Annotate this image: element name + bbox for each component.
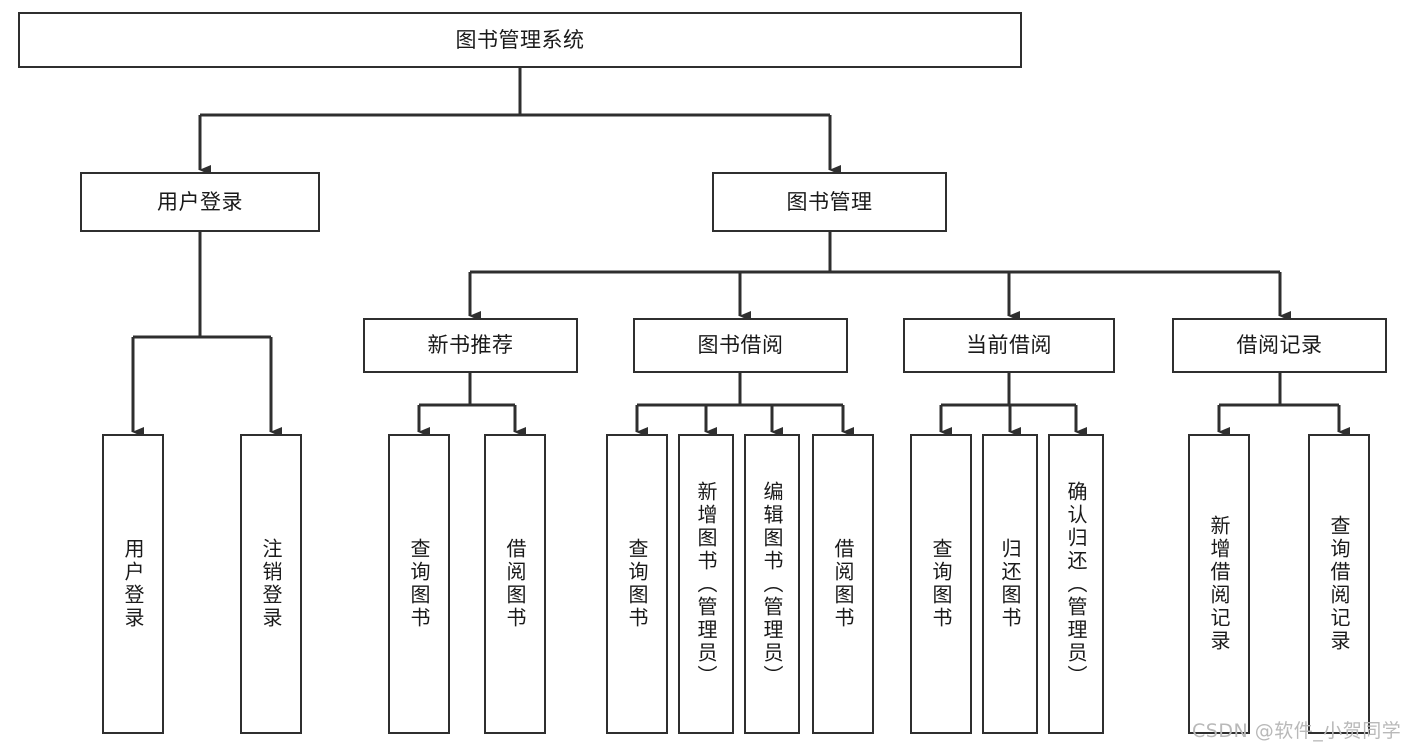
leaf-user-login[interactable]: 用户登录: [102, 434, 164, 734]
leaf-add-borrow-record-label: 新增借阅记录: [1207, 515, 1231, 653]
node-borrow-record-label: 借阅记录: [1236, 333, 1323, 358]
leaf-add-borrow-record[interactable]: 新增借阅记录: [1188, 434, 1250, 734]
node-book-borrow-label: 图书借阅: [697, 333, 784, 358]
leaf-confirm-return-admin[interactable]: 确认归还（管理员）: [1048, 434, 1104, 734]
node-new-book-recommend-label: 新书推荐: [427, 333, 514, 358]
node-book-management[interactable]: 图书管理: [712, 172, 947, 232]
leaf-borrow-book-nbr-label: 借阅图书: [503, 538, 527, 630]
leaf-add-book-admin[interactable]: 新增图书（管理员）: [678, 434, 734, 734]
node-borrow-record[interactable]: 借阅记录: [1172, 318, 1387, 373]
leaf-user-login-label: 用户登录: [121, 538, 145, 630]
leaf-query-book-bb-label: 查询图书: [625, 538, 649, 630]
leaf-logout[interactable]: 注销登录: [240, 434, 302, 734]
leaf-query-borrow-record-label: 查询借阅记录: [1327, 515, 1351, 653]
leaf-borrow-book-nbr[interactable]: 借阅图书: [484, 434, 546, 734]
leaf-edit-book-admin[interactable]: 编辑图书（管理员）: [744, 434, 800, 734]
node-new-book-recommend[interactable]: 新书推荐: [363, 318, 578, 373]
node-book-management-label: 图书管理: [786, 189, 873, 214]
node-user-login-label: 用户登录: [157, 189, 243, 214]
leaf-borrow-book-bb-label: 借阅图书: [831, 538, 855, 630]
node-book-borrow[interactable]: 图书借阅: [633, 318, 848, 373]
leaf-confirm-return-admin-label: 确认归还（管理员）: [1064, 480, 1088, 688]
node-current-borrow-label: 当前借阅: [966, 333, 1052, 358]
leaf-query-book-nbr[interactable]: 查询图书: [388, 434, 450, 734]
node-root[interactable]: 图书管理系统: [18, 12, 1022, 68]
leaf-query-book-cb-label: 查询图书: [929, 538, 953, 630]
leaf-borrow-book-bb[interactable]: 借阅图书: [812, 434, 874, 734]
leaf-edit-book-admin-label: 编辑图书（管理员）: [760, 480, 784, 688]
node-current-borrow[interactable]: 当前借阅: [903, 318, 1115, 373]
leaf-query-book-bb[interactable]: 查询图书: [606, 434, 668, 734]
leaf-query-book-cb[interactable]: 查询图书: [910, 434, 972, 734]
leaf-return-book[interactable]: 归还图书: [982, 434, 1038, 734]
leaf-add-book-admin-label: 新增图书（管理员）: [694, 480, 718, 688]
node-user-login[interactable]: 用户登录: [80, 172, 320, 232]
leaf-query-borrow-record[interactable]: 查询借阅记录: [1308, 434, 1370, 734]
leaf-logout-label: 注销登录: [259, 538, 283, 630]
leaf-query-book-nbr-label: 查询图书: [407, 538, 431, 630]
node-root-label: 图书管理系统: [455, 27, 585, 52]
leaf-return-book-label: 归还图书: [998, 538, 1022, 630]
